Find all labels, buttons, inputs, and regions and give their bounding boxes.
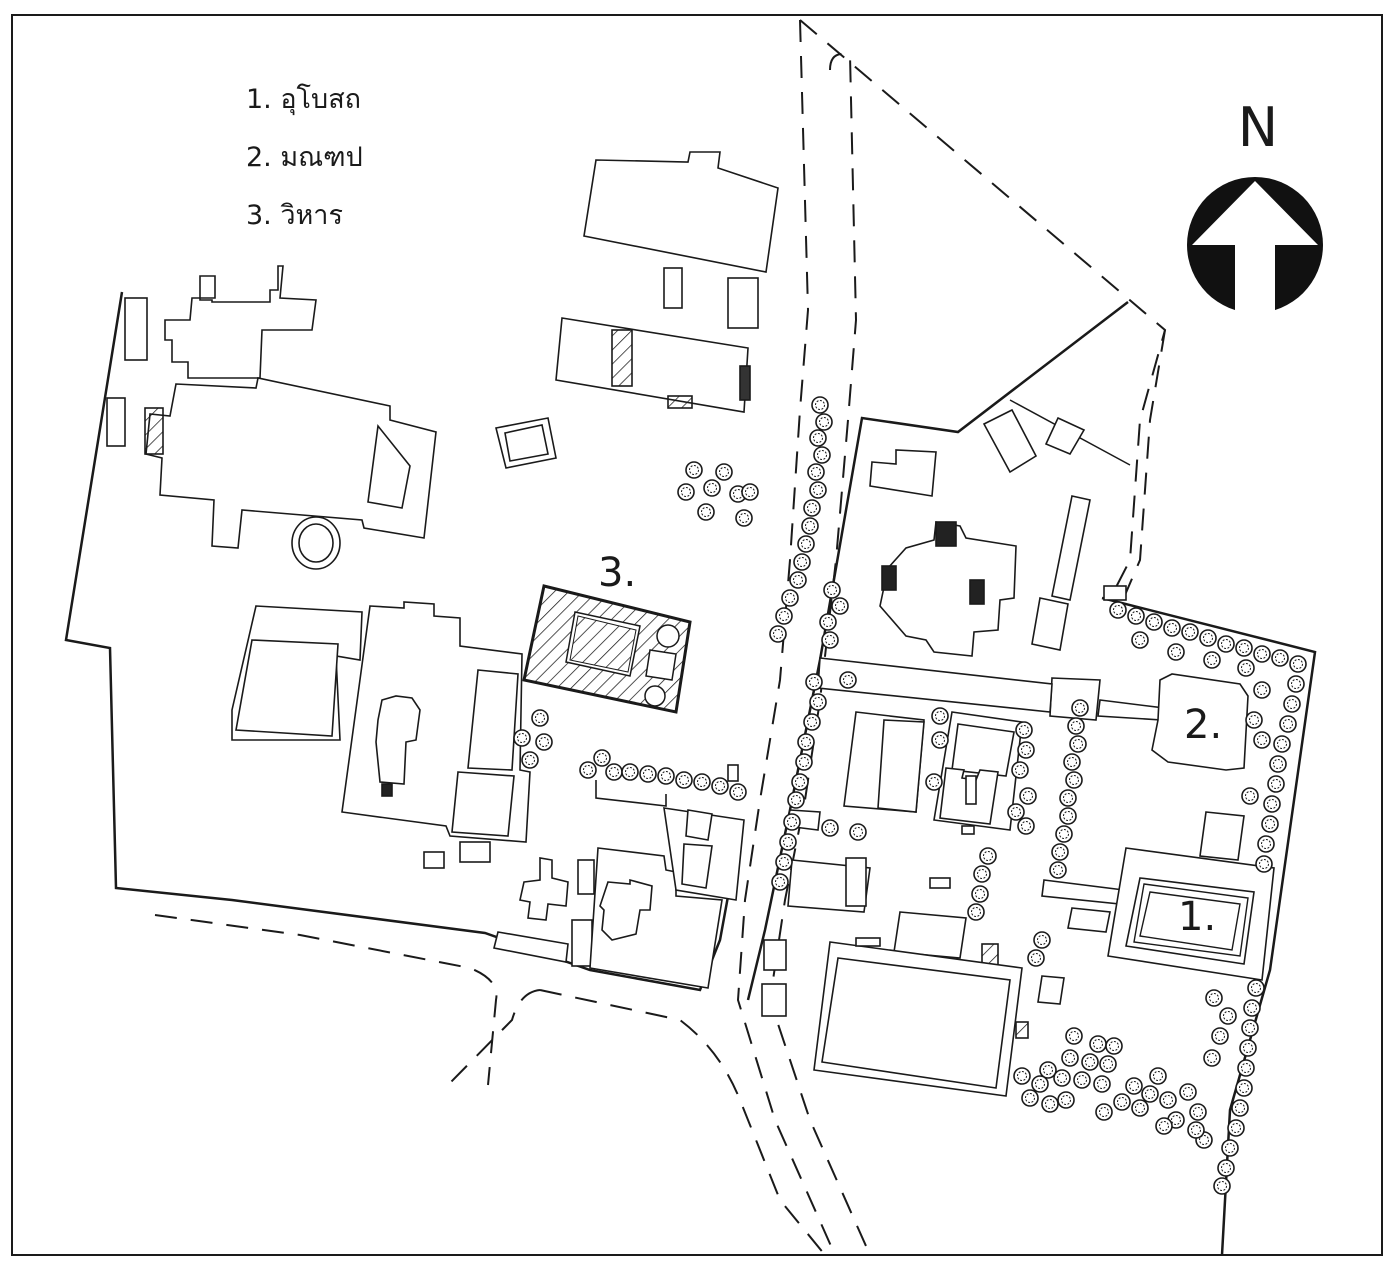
vihara-marker: 3.	[598, 550, 636, 596]
north-label: N	[1238, 96, 1278, 159]
east-buildings	[761, 408, 1275, 1097]
legend: 1. อุโบสถ 2. มณฑป 3. วิหาร	[246, 84, 363, 231]
map-frame	[11, 14, 1383, 1256]
north-arrow-icon: N	[1187, 96, 1323, 313]
ubosot-building	[1133, 883, 1249, 957]
roads	[154, 19, 1167, 1256]
mondop-marker: 2.	[1184, 702, 1222, 748]
west-buildings	[106, 151, 779, 989]
legend-item-ubosot: 1. อุโบสถ	[246, 84, 361, 116]
legend-item-mondop: 2. มณฑป	[246, 142, 363, 173]
legend-item-vihara: 3. วิหาร	[246, 200, 343, 231]
ubosot-marker: 1.	[1178, 894, 1216, 940]
vihara-building	[522, 584, 692, 714]
